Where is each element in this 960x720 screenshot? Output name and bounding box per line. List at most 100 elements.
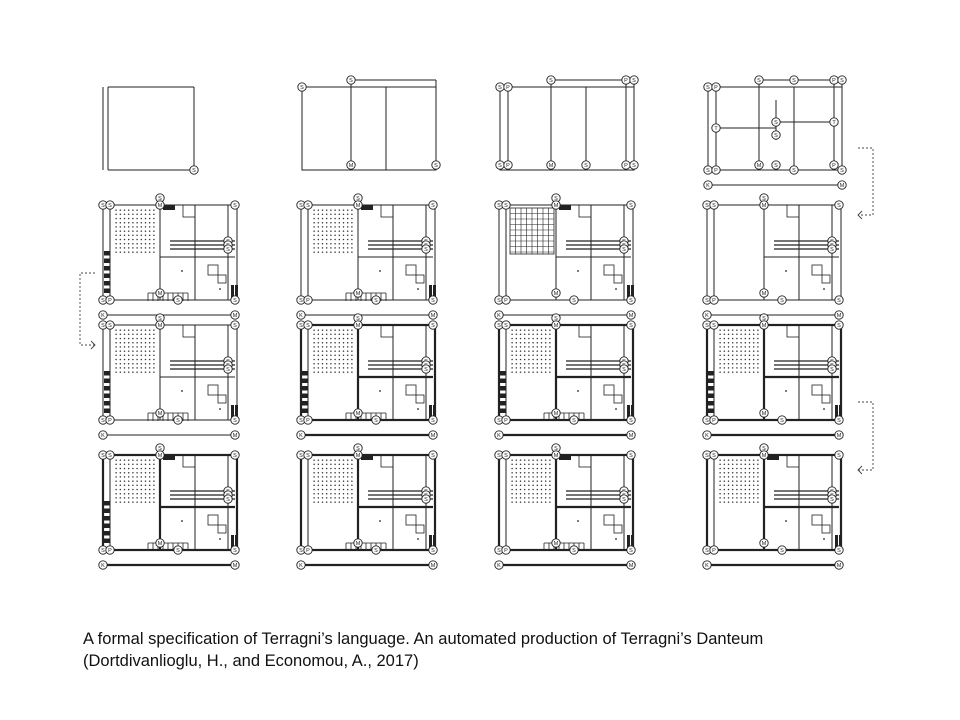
node-circle xyxy=(709,200,719,210)
dot xyxy=(544,350,547,352)
dot xyxy=(313,247,315,249)
node-s: S xyxy=(421,364,431,374)
dot xyxy=(342,358,345,361)
pier-block xyxy=(433,285,436,301)
dot xyxy=(313,480,315,482)
node-circle xyxy=(230,295,240,305)
dot xyxy=(736,484,738,487)
dot xyxy=(528,341,530,344)
dot xyxy=(338,221,341,224)
dot xyxy=(140,497,143,499)
wall-block xyxy=(708,401,714,406)
dot xyxy=(148,358,151,361)
node-circle xyxy=(421,244,431,254)
node-label: P xyxy=(108,418,112,424)
dot xyxy=(731,497,734,499)
dot xyxy=(532,337,534,340)
dot xyxy=(519,476,522,478)
dot xyxy=(136,247,138,249)
dot xyxy=(511,484,513,487)
dot xyxy=(144,346,147,348)
dot xyxy=(148,247,151,249)
dot xyxy=(549,480,551,482)
dot xyxy=(136,333,138,336)
dot xyxy=(140,337,143,340)
node-circle xyxy=(829,117,839,127)
node-label: S xyxy=(306,203,310,209)
dot xyxy=(115,217,117,220)
dot xyxy=(338,333,341,336)
dot xyxy=(727,488,730,491)
dot xyxy=(148,467,151,470)
node-circle xyxy=(626,545,636,555)
dot xyxy=(511,501,513,503)
dot xyxy=(115,497,117,499)
node-k: K xyxy=(494,310,504,320)
dot xyxy=(523,501,526,503)
figure-caption: A formal specification of Terragni’s lan… xyxy=(83,628,903,672)
dot xyxy=(523,362,526,365)
dot xyxy=(132,221,134,224)
dot xyxy=(346,217,349,220)
top-tab xyxy=(361,205,373,210)
dot xyxy=(519,492,522,495)
dot xyxy=(313,371,315,373)
node-m: M xyxy=(551,408,561,418)
dot xyxy=(723,492,726,495)
wall-block xyxy=(104,538,110,543)
node-label: S xyxy=(233,548,237,554)
dot xyxy=(144,488,147,491)
dot xyxy=(757,459,759,461)
dot xyxy=(338,350,341,352)
node-label: S xyxy=(774,133,778,139)
dot xyxy=(338,367,341,369)
node-label: S xyxy=(158,316,162,322)
pier-block xyxy=(231,535,234,551)
dot xyxy=(317,476,320,478)
dot xyxy=(528,471,530,474)
dot xyxy=(317,221,320,224)
node-label: M xyxy=(554,203,559,209)
dot xyxy=(115,484,117,487)
dot xyxy=(351,221,353,224)
node-circle xyxy=(501,450,511,460)
wall-block xyxy=(708,378,714,383)
node-label: S xyxy=(356,196,360,202)
node-m: M xyxy=(155,200,165,210)
dot xyxy=(346,346,349,348)
node-circle xyxy=(711,82,721,92)
dot xyxy=(321,329,324,331)
node-m: M xyxy=(551,450,561,460)
node-label: M xyxy=(629,563,634,569)
dot xyxy=(153,362,155,365)
dot xyxy=(511,492,513,495)
dot xyxy=(127,346,130,348)
dot xyxy=(115,242,117,245)
node-circle xyxy=(771,117,781,127)
dot xyxy=(144,333,147,336)
node-circle xyxy=(105,450,115,460)
dot xyxy=(544,492,547,495)
dot xyxy=(346,459,349,461)
node-k: K xyxy=(98,310,108,320)
node-s: S xyxy=(777,545,787,555)
dot xyxy=(740,350,742,352)
dot xyxy=(127,333,130,336)
dot xyxy=(317,226,320,228)
center-dot xyxy=(417,288,419,290)
node-circle xyxy=(503,82,513,92)
dot xyxy=(148,217,151,220)
dot xyxy=(313,467,315,470)
dot xyxy=(731,371,734,373)
small-room xyxy=(811,384,823,396)
node-label: S xyxy=(233,453,237,459)
node-circle xyxy=(303,450,313,460)
dot xyxy=(752,337,755,340)
dot xyxy=(140,242,143,245)
dot xyxy=(115,350,117,352)
dot xyxy=(519,346,522,348)
node-label: M xyxy=(349,163,354,169)
dot xyxy=(727,333,730,336)
dot xyxy=(736,471,738,474)
node-m: M xyxy=(626,310,636,320)
